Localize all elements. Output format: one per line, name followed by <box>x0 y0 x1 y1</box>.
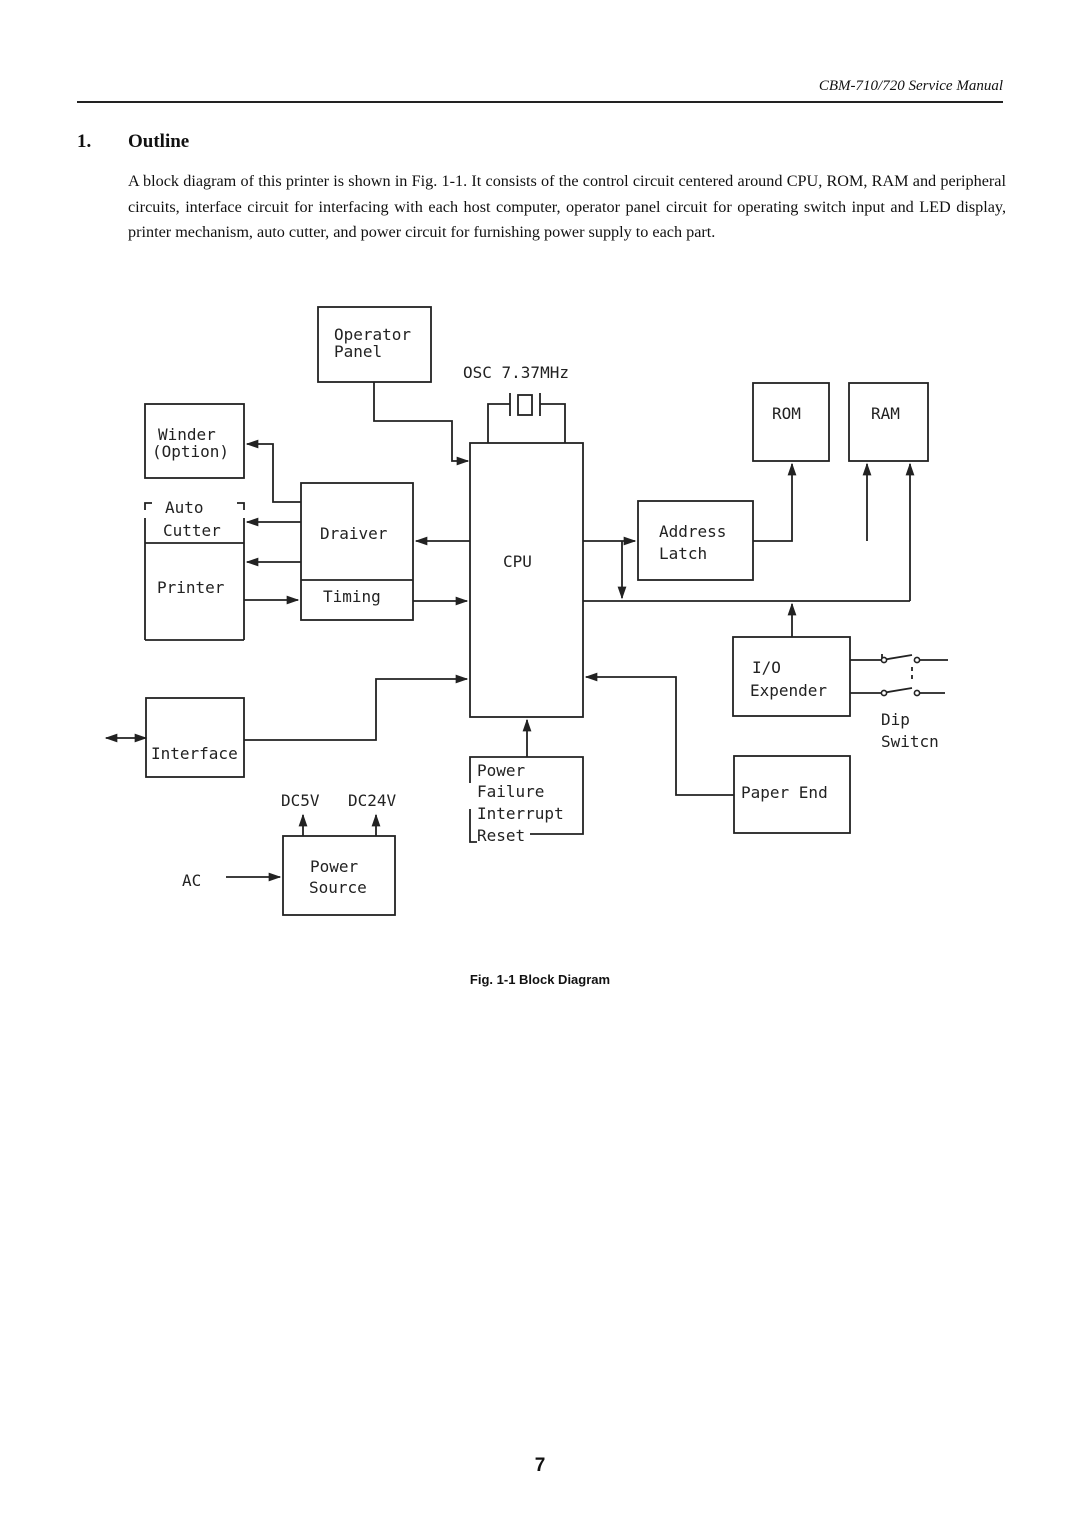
crystal-oscillator-icon <box>487 393 566 443</box>
operator-panel-label-1: Operator <box>334 325 411 344</box>
cpu-block <box>469 442 584 718</box>
driver-block <box>300 482 414 621</box>
section-title: Outline <box>128 131 190 152</box>
dip-switch-label-1: Dip <box>881 710 910 729</box>
dip-switch-label-2: Switcn <box>881 732 939 751</box>
section-heading: 1. Outline <box>77 131 189 153</box>
ram-label: RAM <box>871 404 900 423</box>
address-latch-label-1: Address <box>659 522 726 541</box>
power-failure-label-1: Power <box>477 761 526 780</box>
section-number: 1. <box>77 131 92 152</box>
power-failure-label-2: Failure <box>477 782 544 801</box>
intro-paragraph: A block diagram of this printer is shown… <box>128 172 1006 242</box>
header-rule <box>77 101 1003 103</box>
interface-label: Interface <box>151 744 238 763</box>
manual-title: CBM-710/720 Service Manual <box>818 78 1003 94</box>
auto-cutter-label-1: Auto <box>165 498 204 517</box>
page-number: 7 <box>534 1455 546 1476</box>
winder-label-2: (Option) <box>152 442 229 461</box>
printer-label: Printer <box>157 578 225 597</box>
winder-label-1: Winder <box>158 425 216 444</box>
power-failure-block <box>469 756 584 843</box>
paper-end-label: Paper End <box>741 783 828 802</box>
figure-caption: Fig. 1-1 Block Diagram <box>469 972 611 987</box>
power-source-label-2: Source <box>309 878 367 897</box>
osc-label: OSC 7.37MHz <box>463 363 569 382</box>
ram-block <box>848 382 929 462</box>
power-failure-label-4: Reset <box>477 826 525 845</box>
winder-block <box>144 403 245 479</box>
power-failure-label-3: Interrupt <box>477 804 564 823</box>
timing-label: Timing <box>323 587 381 606</box>
address-latch-label-2: Latch <box>659 544 707 563</box>
cpu-label: CPU <box>503 552 532 571</box>
dc5v-label: DC5V <box>281 791 320 810</box>
driver-label: Draiver <box>320 524 388 543</box>
auto-cutter-printer-block <box>144 502 245 641</box>
ac-label: AC <box>182 871 201 890</box>
auto-cutter-label-2: Cutter <box>163 521 221 540</box>
interface-block <box>145 697 245 778</box>
power-source-label-1: Power <box>310 857 359 876</box>
io-expander-label-2: Expender <box>750 681 827 700</box>
io-expander-label-1: I/O <box>752 658 781 677</box>
power-source-block <box>282 835 396 916</box>
rom-block <box>752 382 830 462</box>
io-expander-block <box>732 636 851 717</box>
dip-switch-icon <box>850 654 948 694</box>
operator-panel-label-2: Panel <box>334 342 382 361</box>
rom-label: ROM <box>772 404 801 423</box>
dc24v-label: DC24V <box>348 791 397 810</box>
